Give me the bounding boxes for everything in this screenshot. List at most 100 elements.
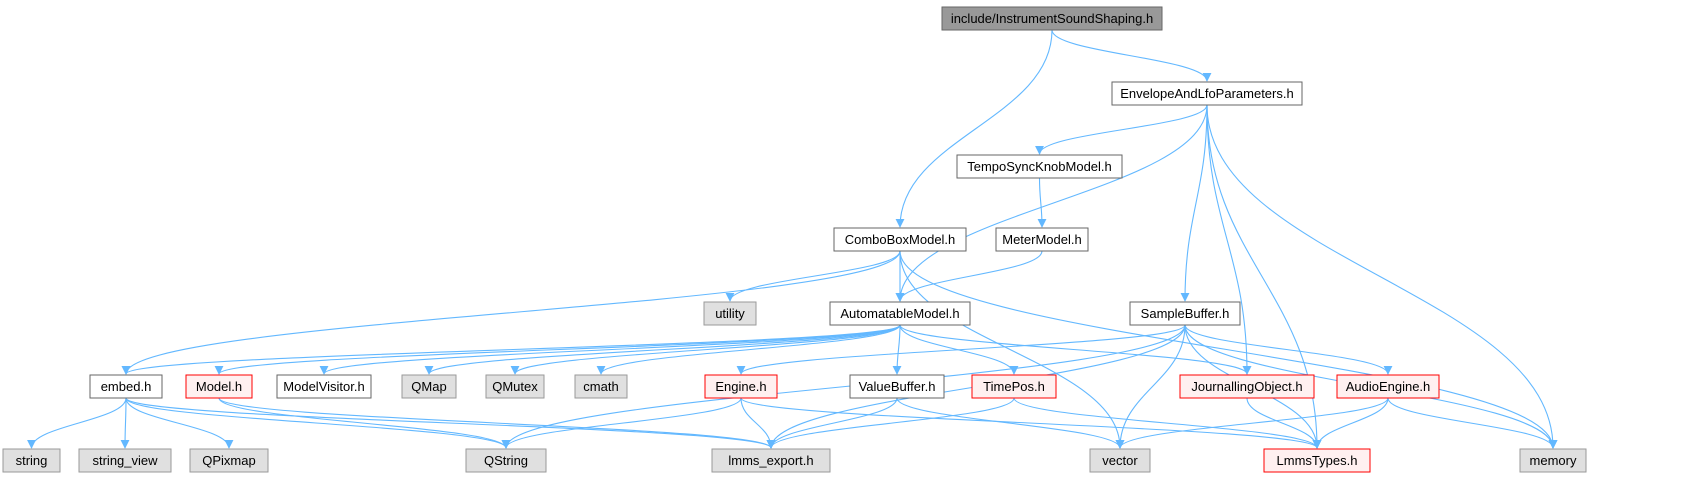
node-embed-h[interactable]: embed.h [89,374,163,399]
edge-combo-to-memory [899,250,1558,449]
node-label: string_view [92,453,158,468]
node-modelvisitor-h[interactable]: ModelVisitor.h [276,374,372,399]
node-label: embed.h [101,379,152,394]
node-box [941,6,1163,31]
edge-auto-to-valbuf [892,324,902,375]
node-label: ValueBuffer.h [859,379,936,394]
edge-valbuf-to-lmmsexp [766,397,898,449]
edge-auto-to-journal [899,324,1252,375]
node-label: AudioEngine.h [1346,379,1431,394]
node-label: ComboBoxModel.h [845,232,956,247]
edge-embed-to-qstring [125,397,511,449]
node-include-instrumentsoundshaping-h[interactable]: include/InstrumentSoundShaping.h [941,6,1163,31]
edge-embed-to-lmmsexp [125,397,776,449]
edge-env-to-tempo [1035,104,1208,155]
edge-env-to-memory [1206,104,1558,449]
node-engine-h[interactable]: Engine.h [704,374,778,399]
node-box [1179,374,1315,399]
edge-combo-to-utility [725,250,901,302]
node-label: TimePos.h [983,379,1045,394]
node-samplebuffer-h[interactable]: SampleBuffer.h [1129,301,1241,326]
node-model-h[interactable]: Model.h [185,374,253,399]
node-box [1129,301,1241,326]
edge-audio-to-lmmstypes [1312,397,1389,449]
node-box [1519,448,1587,473]
node-lmms-export-h: lmms_export.h [711,448,831,473]
node-label: QMap [411,379,446,394]
edge-auto-to-embed [121,324,901,375]
edge-engine-to-lmmstypes [740,397,1322,449]
edge-sample-to-qstring [501,324,1186,449]
node-qmap: QMap [401,374,457,399]
node-box [1263,448,1371,473]
node-valuebuffer-h[interactable]: ValueBuffer.h [849,374,945,399]
node-box [829,301,971,326]
node-label: JournallingObject.h [1191,379,1302,394]
node-metermodel-h[interactable]: MeterModel.h [995,227,1089,252]
node-envelopeandlfoparameters-h[interactable]: EnvelopeAndLfoParameters.h [1111,81,1303,106]
edge-model-to-lmmsexp [218,397,776,449]
node-timepos-h[interactable]: TimePos.h [971,374,1057,399]
edge-sample-to-vector [1115,324,1186,449]
dependency-edges [27,29,1558,449]
edge-engine-to-qstring [501,397,742,449]
edge-combo-to-embed [121,250,901,375]
node-label: SampleBuffer.h [1141,306,1230,321]
node-box [704,374,778,399]
edge-auto-to-qmap [424,324,901,375]
edge-tempo-to-meter [1037,177,1047,228]
edge-embed-to-string [27,397,127,449]
node-lmmstypes-h[interactable]: LmmsTypes.h [1263,448,1371,473]
edge-auto-to-model [214,324,901,375]
node-box [833,227,967,252]
node-journallingobject-h[interactable]: JournallingObject.h [1179,374,1315,399]
edge-embed-to-qpixmap [125,397,234,449]
node-box [401,374,457,399]
node-qpixmap: QPixmap [189,448,269,473]
node-label: LmmsTypes.h [1277,453,1358,468]
edge-root-to-combo [895,29,1053,228]
edge-auto-to-qmutex [510,324,901,375]
node-temposyncknobmodel-h[interactable]: TempoSyncKnobModel.h [956,154,1123,179]
node-label: memory [1530,453,1577,468]
node-label: AutomatableModel.h [840,306,959,321]
node-box [711,448,831,473]
edge-auto-to-visitor [319,324,901,375]
edge-sample-to-audio [1184,324,1393,375]
node-label: Model.h [196,379,242,394]
node-cmath: cmath [574,374,628,399]
edge-embed-to-strview [120,397,130,449]
edge-sample-to-engine [736,324,1186,375]
edge-env-to-auto [895,104,1208,302]
node-string-view: string_view [78,448,172,473]
node-box [971,374,1057,399]
node-label: utility [715,306,745,321]
edge-timepos-to-lmmsexp [766,397,1015,449]
edge-meter-to-auto [895,250,1043,302]
node-label: QPixmap [202,453,255,468]
node-label: MeterModel.h [1002,232,1081,247]
node-box [2,448,61,473]
edge-valbuf-to-vector [896,397,1125,449]
edge-combo-to-vector [899,250,1125,449]
edge-audio-to-memory [1387,397,1558,449]
node-box [89,374,163,399]
node-memory: memory [1519,448,1587,473]
node-automatablemodel-h[interactable]: AutomatableModel.h [829,301,971,326]
node-label: ModelVisitor.h [283,379,364,394]
node-audioengine-h[interactable]: AudioEngine.h [1336,374,1440,399]
node-box [78,448,172,473]
node-label: string [16,453,48,468]
edge-root-to-env [1051,29,1212,82]
node-vector: vector [1089,448,1151,473]
node-label: QString [484,453,528,468]
node-label: TempoSyncKnobModel.h [967,159,1112,174]
node-box [1111,81,1303,106]
node-string: string [2,448,61,473]
node-label: include/InstrumentSoundShaping.h [951,11,1153,26]
node-label: lmms_export.h [728,453,813,468]
node-label: vector [1102,453,1138,468]
node-box [849,374,945,399]
node-comboboxmodel-h[interactable]: ComboBoxModel.h [833,227,967,252]
